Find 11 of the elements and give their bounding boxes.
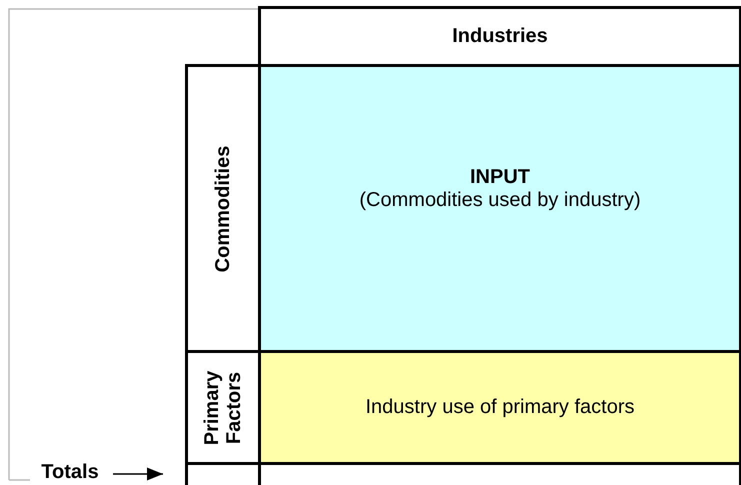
row-header-label: Primary Factors <box>201 369 245 447</box>
cell-text: (Commodities used by industry) <box>359 189 641 212</box>
column-header-label: Industries <box>452 25 548 48</box>
cell-title: INPUT <box>470 166 530 189</box>
arrow <box>113 468 163 480</box>
totals-label: Totals <box>41 461 99 484</box>
cell-text: Industry use of primary factors <box>366 396 634 419</box>
matrix-cell <box>258 350 741 465</box>
header-cell <box>258 6 741 67</box>
row-header-cell <box>185 350 261 465</box>
row-header-label: Commodities <box>212 146 234 272</box>
